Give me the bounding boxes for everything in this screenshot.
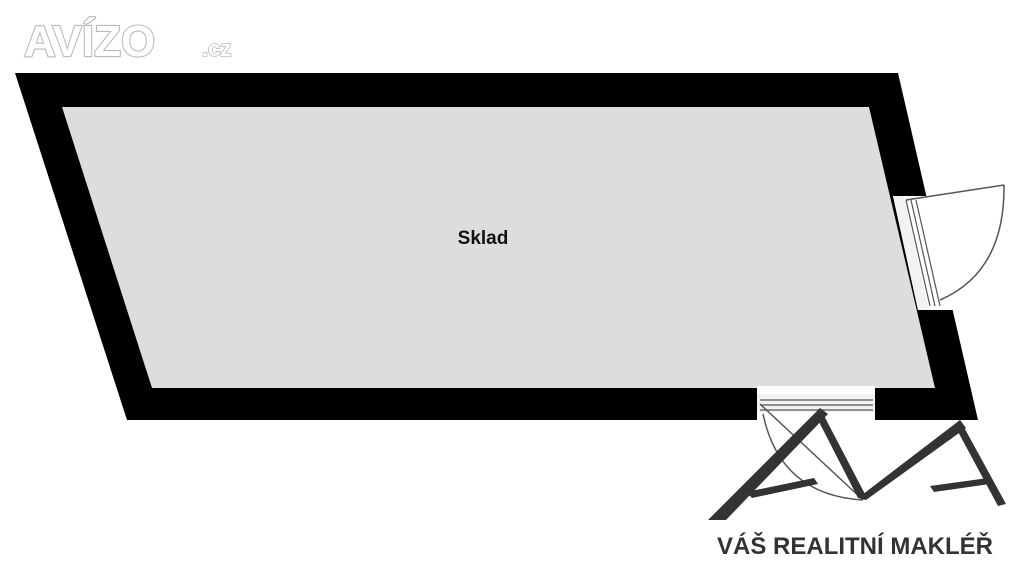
watermark-main-text: AVÍZO: [24, 16, 155, 66]
watermark-suffix-text: .cz: [202, 36, 231, 61]
realtor-logo: VÁŠ REALITNÍ MAKLÉŘ: [708, 408, 1006, 560]
room-label: Sklad: [458, 228, 509, 249]
right-door: [893, 184, 1005, 310]
mountain-peaks-icon: [708, 408, 1006, 520]
bottom-door: [757, 394, 875, 501]
room-floor: [62, 107, 935, 388]
avizo-watermark-logo: AVÍZO .cz: [23, 15, 232, 66]
realtor-tagline: VÁŠ REALITNÍ MAKLÉŘ: [717, 532, 993, 560]
